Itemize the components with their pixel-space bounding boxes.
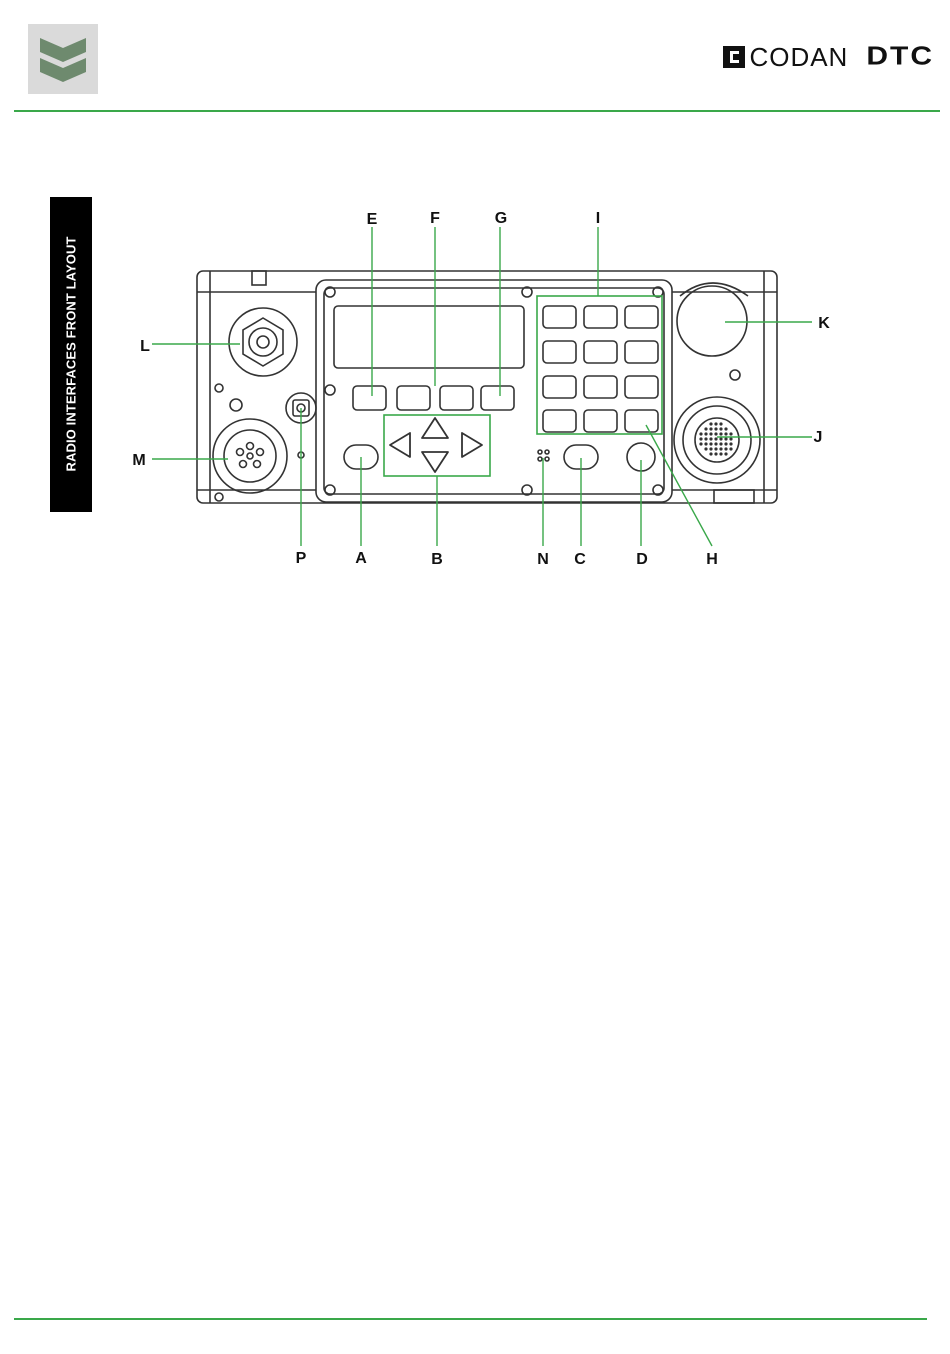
connector-pin (729, 432, 732, 435)
chassis-screw (730, 370, 740, 380)
nav-arrows (390, 418, 482, 472)
radio-front-diagram: E F G I K J L M P A B N C D H (0, 0, 950, 600)
keypad-key (625, 341, 658, 363)
connector-pin (724, 447, 727, 450)
audio-connector (213, 419, 287, 493)
connector-pin (724, 432, 727, 435)
connector-pin (724, 442, 727, 445)
connector-pin (704, 427, 707, 430)
connector-pin (719, 447, 722, 450)
keypad-key (543, 376, 576, 398)
connector-pin (719, 452, 722, 455)
connector-pin (709, 447, 712, 450)
connector-pin (719, 422, 722, 425)
connector-pin (714, 422, 717, 425)
callout-k: K (818, 315, 830, 332)
keypad-key (584, 306, 617, 328)
keypad-key (543, 306, 576, 328)
keypad-key (584, 341, 617, 363)
connector-pin (709, 437, 712, 440)
chassis-screw (215, 384, 223, 392)
connector-pin (714, 447, 717, 450)
volume-knob (677, 286, 747, 356)
connector-pin (709, 452, 712, 455)
keypad-key (584, 410, 617, 432)
connector-pin (709, 442, 712, 445)
connector-pin (699, 437, 702, 440)
connector-pin (714, 432, 717, 435)
connector-pin (719, 437, 722, 440)
keypad-key (543, 410, 576, 432)
connector-pin (729, 437, 732, 440)
callout-i: I (596, 210, 600, 227)
connector-pin (719, 442, 722, 445)
connector-pin (704, 442, 707, 445)
callout-m: M (132, 452, 145, 469)
connector-pin (714, 427, 717, 430)
soft-key-2 (397, 386, 430, 410)
keypad-key (625, 410, 658, 432)
connector-pin (729, 442, 732, 445)
callout-l: L (140, 338, 150, 355)
callout-p: P (296, 550, 307, 567)
connector-pin (719, 427, 722, 430)
keypad-key (625, 306, 658, 328)
connector-pin (709, 422, 712, 425)
arrow-down-icon (422, 452, 448, 472)
arrow-left-icon (390, 433, 410, 457)
callout-h: H (706, 551, 718, 568)
keypad-frame (537, 296, 662, 434)
connector-pin (699, 442, 702, 445)
connector-pin (709, 427, 712, 430)
soft-keys (353, 386, 514, 410)
connector-pin (699, 432, 702, 435)
keypad-key (625, 376, 658, 398)
keypad-key (584, 376, 617, 398)
connector-pin (709, 432, 712, 435)
numeric-keypad (543, 306, 658, 432)
callout-d: D (636, 551, 648, 568)
soft-key-g (481, 386, 514, 410)
callout-c: C (574, 551, 586, 568)
footer-divider (14, 1318, 927, 1320)
soft-key-3 (440, 386, 473, 410)
callout-e: E (367, 211, 378, 228)
display-screen (334, 306, 524, 368)
nav-pad-frame (384, 415, 490, 476)
callout-n: N (537, 551, 549, 568)
connector-pin (724, 427, 727, 430)
connector-pin (704, 437, 707, 440)
callout-a: A (355, 550, 367, 567)
arrow-up-icon (422, 418, 448, 438)
keypad-key (543, 341, 576, 363)
connector-pin (729, 447, 732, 450)
connector-pin (704, 432, 707, 435)
connector-pin (724, 437, 727, 440)
soft-key-e (353, 386, 386, 410)
callout-f: F (430, 210, 440, 227)
connector-pin (704, 447, 707, 450)
connector-pin (714, 437, 717, 440)
connector-pin (714, 442, 717, 445)
callout-j: J (814, 429, 823, 446)
connector-pin (724, 452, 727, 455)
connector-pin (714, 452, 717, 455)
antenna-connector (229, 308, 297, 376)
callout-g: G (495, 210, 507, 227)
callout-b: B (431, 551, 443, 568)
connector-pin (719, 432, 722, 435)
status-led (230, 399, 242, 411)
arrow-right-icon (462, 433, 482, 457)
chassis-screw (215, 493, 223, 501)
